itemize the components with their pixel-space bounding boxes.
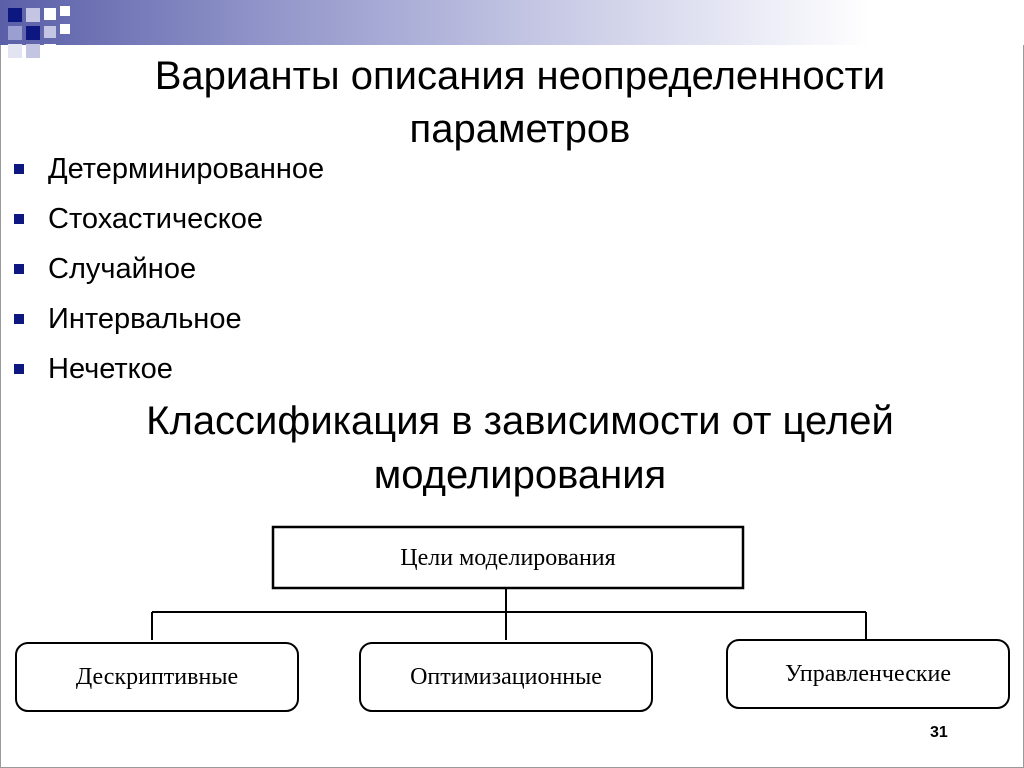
child-label-optimization: Оптимизационные bbox=[410, 664, 602, 690]
child-box-optimization bbox=[359, 642, 653, 712]
bullet-square-icon bbox=[14, 314, 24, 324]
bullet-text: Стохастическое bbox=[48, 203, 263, 235]
root-label: Цели моделирования bbox=[400, 545, 615, 571]
bullet-item: Стохастическое bbox=[14, 196, 324, 246]
slide-title: Варианты описания неопределенности парам… bbox=[154, 54, 886, 151]
bullet-square-icon bbox=[14, 264, 24, 274]
bullet-text: Детерминированное bbox=[48, 153, 325, 185]
bullet-item: Интервальное bbox=[14, 296, 324, 346]
child-box-management bbox=[726, 639, 1010, 709]
bullet-square-icon bbox=[14, 214, 24, 224]
bullet-text: Случайное bbox=[48, 253, 197, 285]
bullet-item: Детерминированное bbox=[14, 146, 324, 196]
bullet-item: Случайное bbox=[14, 246, 324, 296]
bullet-square-icon bbox=[14, 364, 24, 374]
bullet-list: Детерминированное Стохастическое Случайн… bbox=[14, 146, 324, 396]
bullet-text: Нечеткое bbox=[48, 353, 173, 385]
root-box bbox=[271, 525, 745, 590]
bullet-item: Нечеткое bbox=[14, 346, 324, 396]
header-band bbox=[0, 0, 1024, 45]
child-box-descriptive bbox=[15, 642, 299, 712]
page-number: 31 bbox=[930, 724, 948, 741]
bullet-text: Интервальное bbox=[48, 303, 242, 335]
child-label-descriptive: Дескриптивные bbox=[76, 664, 238, 690]
child-label-management: Управленческие bbox=[785, 661, 951, 687]
section-subtitle: Классификация в зависимости от целей мод… bbox=[146, 399, 894, 497]
bullet-square-icon bbox=[14, 164, 24, 174]
